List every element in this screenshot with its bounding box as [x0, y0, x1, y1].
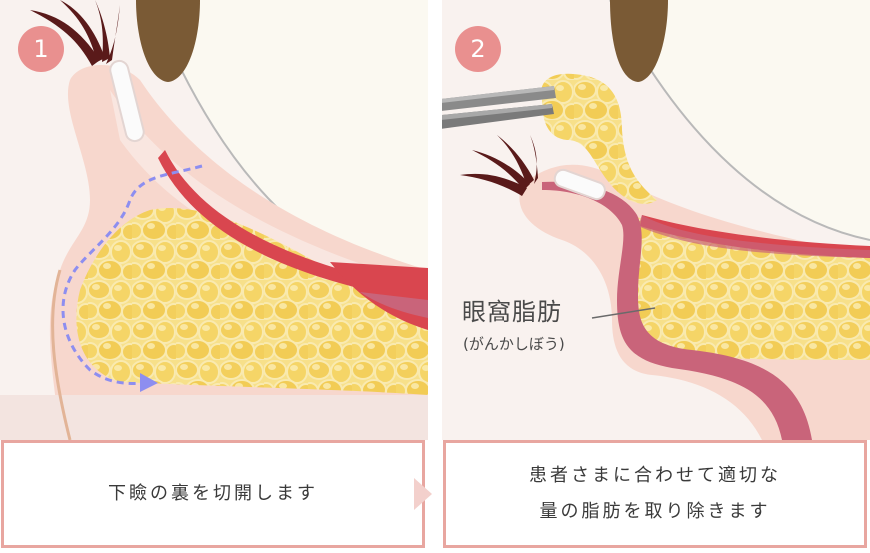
step-1-illustration: 1	[0, 0, 428, 440]
step-2-illustration: 2	[442, 0, 870, 440]
step-2-caption: 患者さまに合わせて適切な 量の脂肪を取り除きます	[443, 440, 867, 548]
next-step-arrow	[414, 478, 432, 510]
step-number-badge: 2	[455, 26, 501, 72]
conjunctiva	[542, 181, 812, 440]
step-number-badge: 1	[18, 26, 64, 72]
eyelid-cross-section-incision	[0, 0, 428, 440]
eyelid-cross-section-fat-removal	[442, 0, 870, 440]
caption-line: 下瞼の裏を切開します	[108, 483, 318, 504]
step-1-caption: 下瞼の裏を切開します	[1, 440, 425, 548]
iris	[610, 0, 668, 82]
incision-path	[61, 164, 203, 385]
iris	[136, 0, 200, 82]
tarsal-plate	[109, 59, 145, 143]
orbital-fat-reading: (がんかしぼう)	[463, 335, 565, 353]
caption-line: 患者さまに合わせて適切な	[529, 465, 781, 486]
tarsal-plate	[553, 168, 606, 201]
eyelashes	[460, 135, 538, 196]
eyeball	[150, 0, 428, 290]
orbital-fat-label: 眼窩脂肪	[462, 298, 562, 326]
orbital-fat	[76, 208, 428, 395]
caption-line: 量の脂肪を取り除きます	[539, 501, 771, 522]
eyeball	[610, 0, 870, 240]
forceps	[442, 86, 556, 129]
label-leader-line	[591, 307, 656, 319]
extracted-fat	[541, 73, 657, 204]
eyelashes	[30, 0, 120, 66]
incision-arrowhead	[140, 373, 158, 392]
